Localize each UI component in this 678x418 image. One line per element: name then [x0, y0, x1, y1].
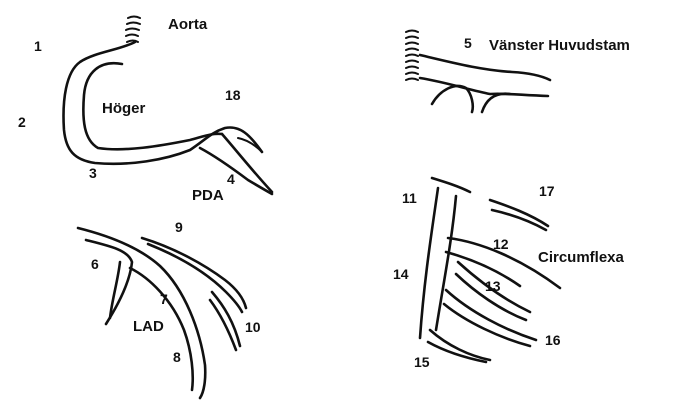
segment-7: 7 — [160, 291, 168, 307]
segment-12: 12 — [493, 236, 509, 252]
lad-artery — [76, 226, 248, 400]
aorta-wall — [125, 15, 141, 43]
cx-trunk-right — [434, 194, 458, 332]
diagonal-10-inner — [208, 298, 238, 352]
segment-6: 6 — [91, 256, 99, 272]
obtuse-marginal-16-inner — [442, 302, 532, 348]
cx-trunk-left — [418, 186, 440, 340]
segment-11: 11 — [402, 190, 417, 206]
diagonal-6-inner — [108, 260, 122, 320]
segment-15: 15 — [414, 354, 430, 370]
branch-15 — [428, 328, 492, 362]
segment-16: 16 — [545, 332, 561, 348]
cx-top-cap — [430, 176, 472, 194]
segment-18: 18 — [225, 87, 241, 103]
lad-inner — [128, 266, 195, 392]
obtuse-marginal-16 — [444, 288, 538, 342]
segment-13: 13 — [485, 278, 501, 294]
left-main-lower — [418, 76, 550, 98]
lad-label: LAD — [133, 318, 164, 335]
right-coronary-artery — [62, 15, 274, 196]
left-aorta-wall — [405, 29, 419, 81]
branch-17-inner — [490, 208, 548, 232]
lad-outer — [76, 226, 207, 400]
segment-17: 17 — [539, 183, 555, 199]
right-coronary-label: Höger — [102, 100, 146, 117]
rca-outer-wall — [62, 40, 264, 166]
segment-3: 3 — [89, 165, 97, 181]
circumflex-artery — [418, 176, 562, 364]
rca-inner-wall — [82, 61, 224, 151]
left-main-upper — [418, 53, 552, 82]
segment-14: 14 — [393, 266, 409, 282]
pda-label: PDA — [192, 187, 224, 204]
branch-17 — [488, 198, 550, 228]
obtuse-marginal-13-inner — [454, 272, 528, 322]
left-main-label: Vänster Huvudstam — [489, 37, 630, 54]
circumflex-main-outer — [446, 236, 562, 290]
left-main-branch-right — [480, 92, 512, 114]
segment-10: 10 — [245, 319, 261, 335]
pda-branch — [198, 146, 274, 196]
segment-4: 4 — [227, 171, 235, 187]
branch-15-inner — [426, 340, 488, 364]
circumflex-main-inner — [444, 250, 522, 288]
pda-branch-inner — [220, 132, 274, 194]
segment-5: 5 — [464, 35, 472, 51]
circumflex-label: Circumflexa — [538, 249, 625, 266]
diagonal-9-inner — [146, 242, 244, 314]
segment-8: 8 — [173, 349, 181, 365]
diagonal-10 — [210, 290, 242, 348]
obtuse-marginal-13 — [456, 260, 532, 314]
segment-9: 9 — [175, 219, 183, 235]
diagonal-9 — [140, 236, 248, 310]
segment-1: 1 — [34, 38, 42, 54]
rca-distal-tip — [237, 137, 263, 153]
left-main-artery — [405, 29, 552, 114]
aorta-label: Aorta — [168, 16, 208, 33]
left-main-branch-left — [430, 84, 475, 114]
diagonal-6 — [84, 238, 134, 326]
segment-2: 2 — [18, 114, 26, 130]
